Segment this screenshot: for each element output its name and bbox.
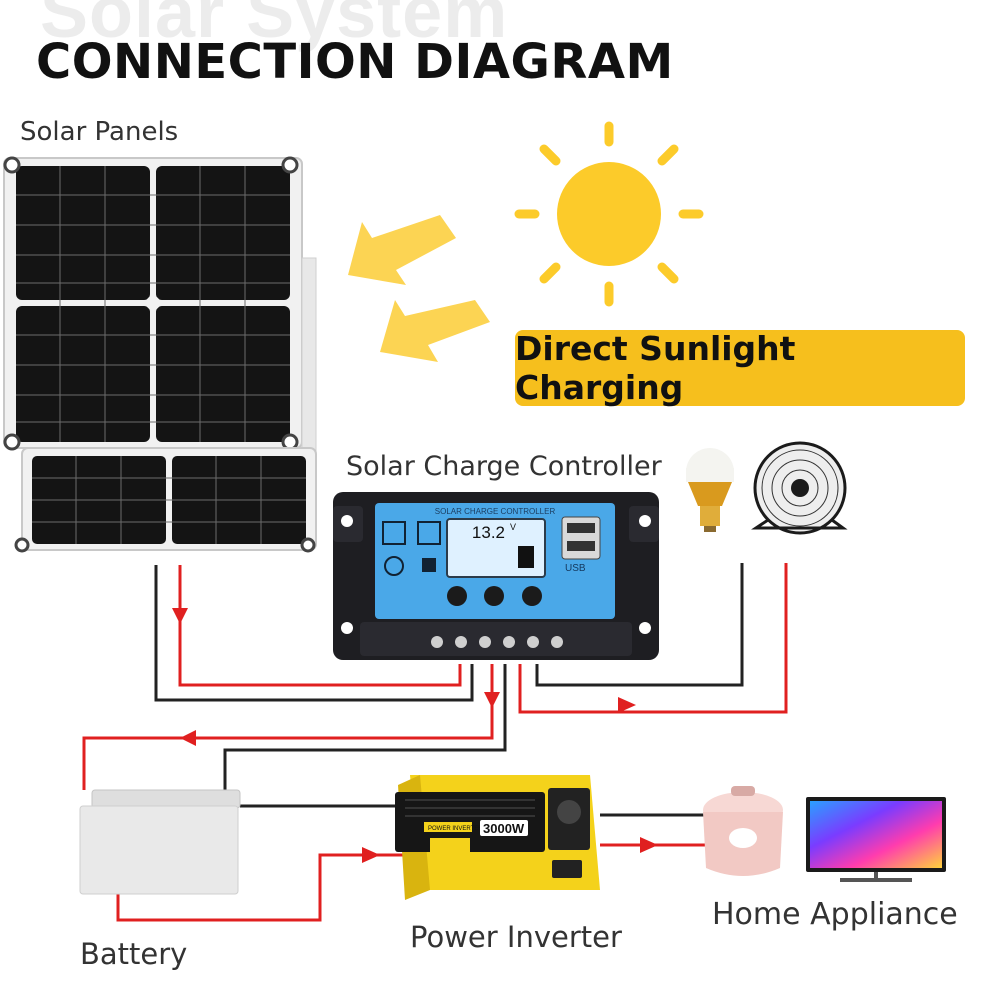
power-inverter-device: POWER INVERTER 3000W	[395, 775, 600, 900]
solar-panel-upper	[3, 156, 303, 451]
charge-controller-device: SOLAR CHARGE CONTROLLER 13.2 V USB	[333, 492, 659, 660]
lcd-voltage: 13.2	[472, 523, 505, 542]
inverter-label: Power Inverter	[410, 920, 622, 954]
title-watermark: Solar System	[40, 0, 509, 53]
television-icon	[806, 797, 946, 882]
solar-panel-lower	[14, 257, 317, 553]
rice-cooker-icon	[703, 786, 783, 876]
inverter-brand-text: POWER INVERTER	[428, 826, 483, 832]
solar-panels-label: Solar Panels	[20, 117, 179, 147]
sunlight-arrow-icon	[348, 215, 490, 362]
controller-brand-text: SOLAR CHARGE CONTROLLER	[435, 507, 556, 516]
battery-device	[79, 789, 241, 895]
controller-label: Solar Charge Controller	[346, 451, 662, 482]
current-arrow-icon	[172, 608, 658, 863]
sun-icon	[514, 121, 704, 307]
battery-label: Battery	[80, 937, 188, 971]
desk-fan-icon	[751, 441, 848, 535]
usb-label: USB	[565, 563, 586, 574]
page-title: CONNECTION DIAGRAM	[36, 34, 674, 90]
sunlight-badge: Direct Sunlight Charging	[515, 329, 965, 407]
sunlight-badge-text: Direct Sunlight Charging	[515, 329, 796, 407]
inverter-power-rating: 3000W	[483, 821, 525, 836]
light-bulb-icon	[686, 448, 734, 532]
home-appliance-label: Home Appliance	[712, 897, 958, 932]
lcd-unit: V	[510, 522, 516, 532]
